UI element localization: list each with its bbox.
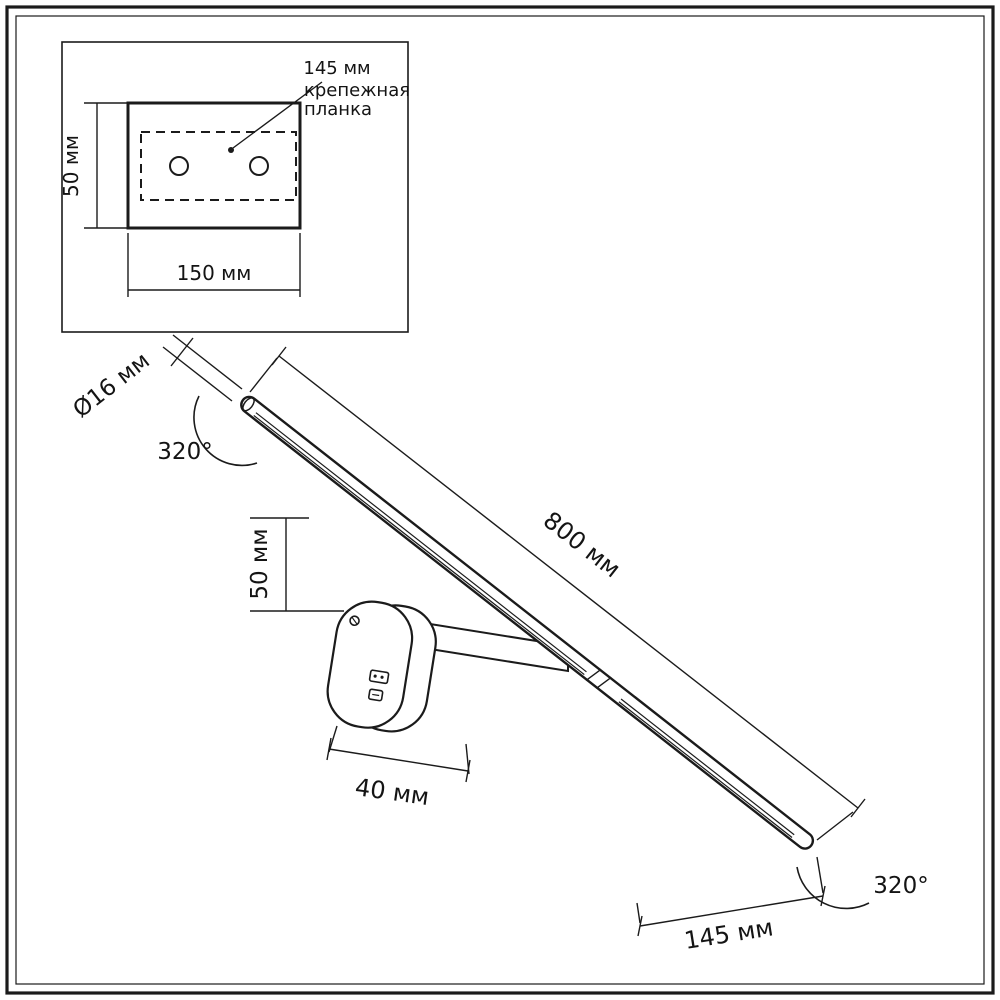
rotation-arc-top: [193, 395, 258, 467]
diffuser-line-upper-2: [253, 414, 585, 676]
diffuser-line-lower-1: [620, 698, 795, 836]
end-offset-ext-right: [816, 856, 824, 894]
switch-dot-left: [373, 674, 377, 678]
bracket-front: [326, 600, 414, 729]
diameter-ext-line-1: [162, 346, 233, 402]
end-offset-label: 145 мм: [682, 913, 775, 955]
end-offset-ext-left: [636, 902, 641, 924]
dimension-lines: [162, 334, 870, 937]
mounting-hole-right: [249, 156, 269, 176]
inset-offset-label: 145 мм: [303, 58, 370, 79]
diameter-label: Ø16 мм: [68, 348, 154, 424]
sensor-icon: [367, 688, 384, 702]
diffuser-line-upper-1: [255, 412, 587, 673]
end-offset-tick-left: [637, 915, 643, 937]
diameter-ext-line-2: [172, 334, 243, 390]
length-ext-bottom: [816, 811, 854, 841]
length-tick-bottom: [850, 798, 866, 818]
switch-icon: [368, 669, 390, 685]
inset-width-label: 150 мм: [177, 261, 252, 285]
end-offset-tick-right: [820, 885, 826, 907]
rotation-top-label: 320°: [157, 439, 212, 465]
wall-plate-outline: [126, 101, 302, 230]
wall-bracket: [326, 600, 437, 733]
tube-end-cap: [242, 397, 255, 412]
bracket-depth-label: 40 мм: [353, 773, 431, 811]
mounting-plate-label-line1: крепежная: [304, 80, 410, 101]
inset-labels: 145 мм крепежная планка 50 мм 150 мм: [59, 58, 410, 285]
depth-ext-left: [328, 725, 338, 753]
bracket-height-label: 50 мм: [247, 528, 273, 599]
mounting-plate-label-line2: планка: [304, 99, 372, 120]
leader-line: [232, 81, 323, 149]
inset-border: [61, 41, 409, 333]
rotation-arc-bottom: [796, 866, 870, 910]
end-offset-dim-line: [639, 895, 824, 927]
inner-frame: [15, 15, 985, 985]
mounting-plate-inset: [61, 41, 409, 333]
switch-dot-right: [380, 675, 384, 679]
mounting-hole-left: [169, 156, 189, 176]
length-label: 800 мм: [538, 506, 626, 583]
leader-dot: [228, 147, 234, 153]
sensor-mark: [372, 693, 380, 697]
screw-hole: [349, 615, 360, 627]
diffuser-line-lower-2: [618, 701, 793, 838]
rotation-bottom-label: 320°: [873, 873, 928, 899]
tube-joint-mark-2: [595, 676, 612, 690]
tube-body: [240, 395, 815, 850]
inset-height-label: 50 мм: [59, 135, 83, 197]
depth-dim-line: [328, 748, 469, 772]
length-ext-top: [249, 357, 278, 393]
page-frame: [5, 5, 995, 995]
depth-tick-left: [326, 737, 332, 761]
mounting-bracket-dashed: [140, 131, 297, 201]
tube-joint-mark-1: [585, 668, 602, 681]
diameter-cross-tick: [170, 337, 194, 367]
lamp-tube: [240, 395, 815, 850]
screw-slot: [351, 616, 358, 625]
length-dim-line: [278, 355, 859, 809]
depth-ext-right: [465, 743, 470, 775]
outer-frame: [5, 5, 995, 995]
